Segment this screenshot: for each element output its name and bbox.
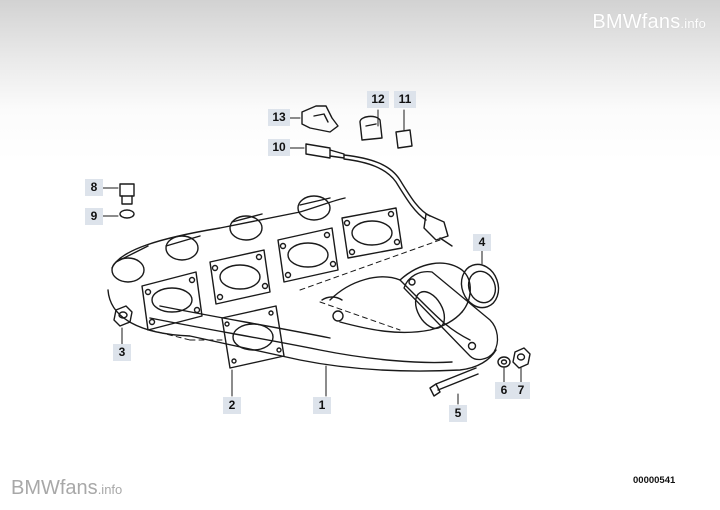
holder-11 (395, 129, 413, 149)
sealing-ring (460, 263, 500, 309)
callout-4: 4 (473, 234, 491, 251)
runner-flanges (141, 207, 403, 331)
gasket (149, 305, 285, 369)
nut-left (113, 305, 133, 327)
watermark-bottom: BMWfans.info (11, 477, 123, 499)
watermark-top: BMWfans.info (592, 11, 706, 33)
callout-2: 2 (223, 397, 241, 414)
exhaust-manifold (107, 195, 499, 372)
callout-5: 5 (449, 405, 467, 422)
oxygen-sensor (305, 143, 453, 247)
callout-6: 6 (495, 382, 513, 399)
leader-lines (101, 109, 522, 405)
callout-12: 12 (367, 91, 389, 108)
screw-plug (119, 183, 135, 205)
nut-right (512, 347, 531, 369)
holder-12 (359, 115, 383, 141)
callout-10: 10 (268, 139, 290, 156)
callout-7: 7 (512, 382, 530, 399)
callout-8: 8 (85, 179, 103, 196)
callout-11: 11 (394, 91, 416, 108)
diagram-number: 00000541 (633, 475, 676, 486)
clip-13 (301, 105, 339, 133)
callout-9: 9 (85, 208, 103, 225)
callout-13: 13 (268, 109, 290, 126)
washer (497, 356, 511, 368)
callout-1: 1 (313, 397, 331, 414)
plug-gasket (119, 209, 135, 219)
callout-3: 3 (113, 344, 131, 361)
bolt (429, 367, 479, 397)
